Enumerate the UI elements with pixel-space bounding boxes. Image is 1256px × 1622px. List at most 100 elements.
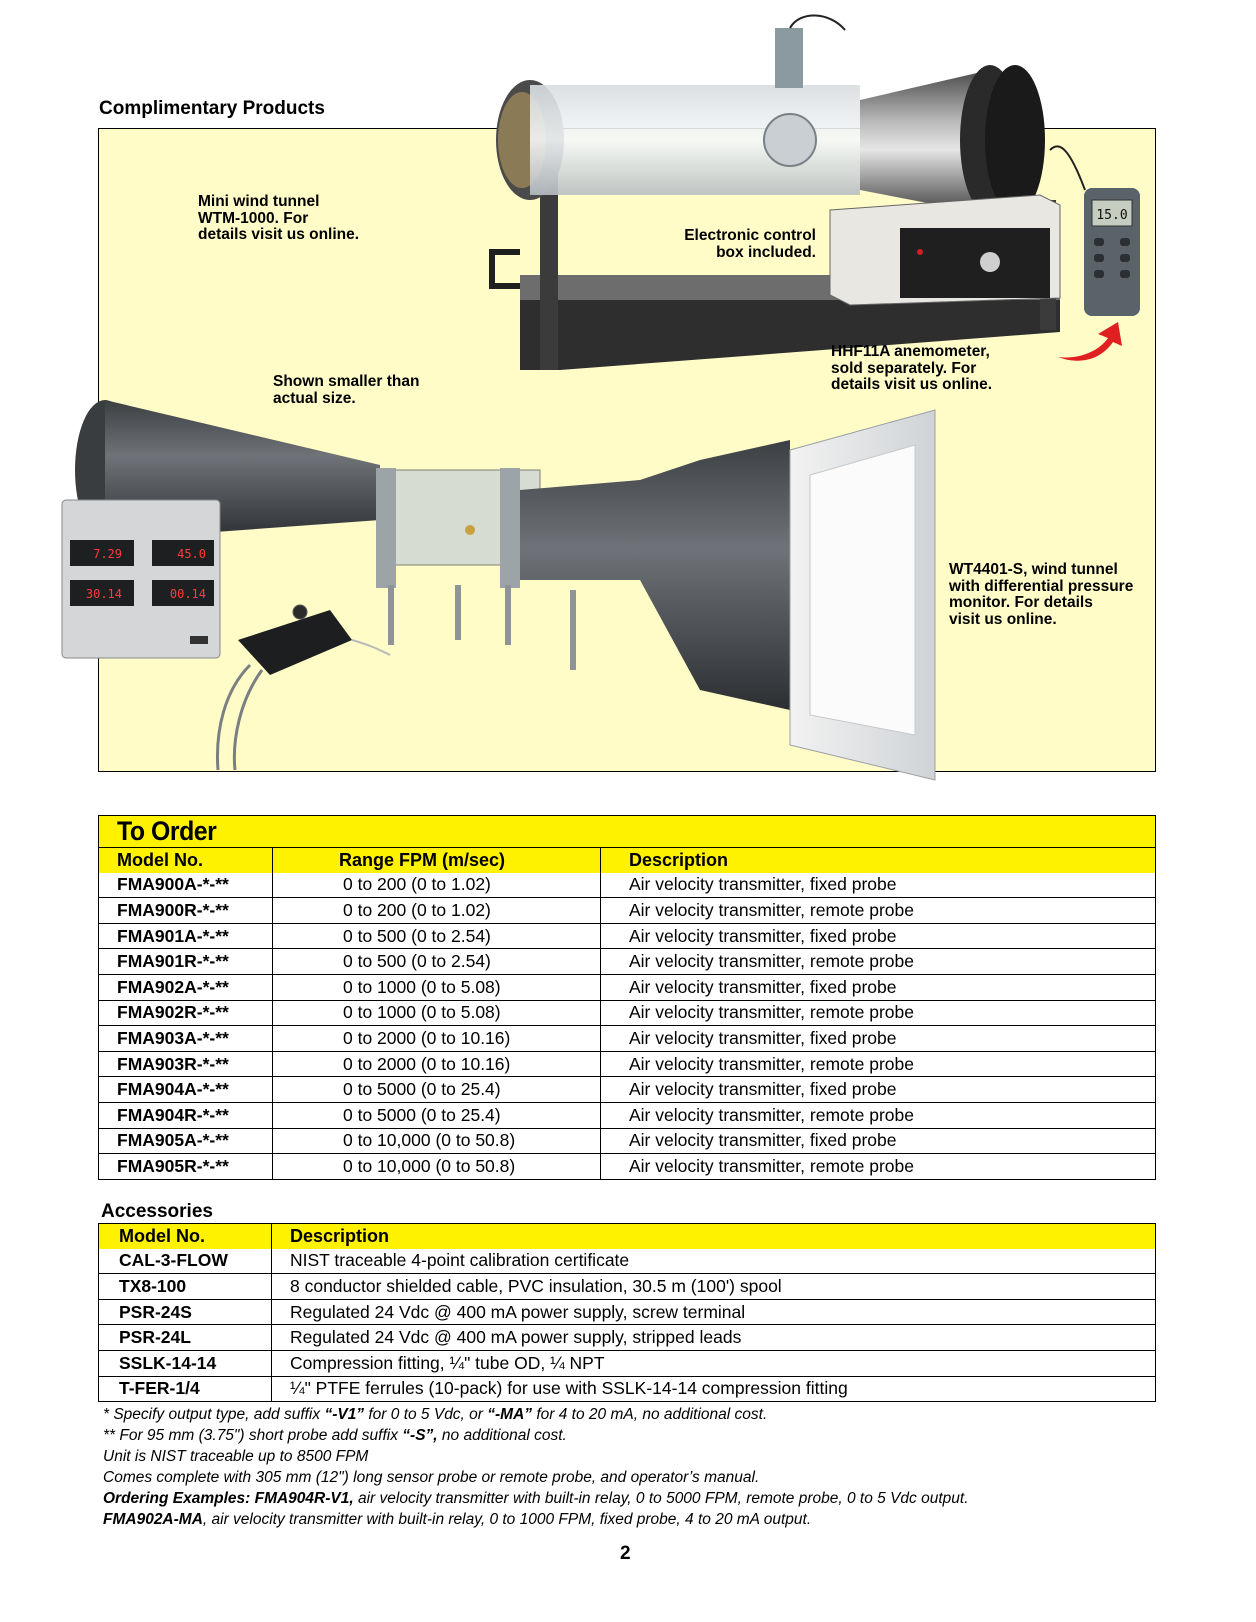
callout-anemometer: HHF11A anemometer, sold separately. For … <box>831 343 993 393</box>
accessory-model: T-FER-1/4 <box>119 1378 200 1399</box>
order-description: Air velocity transmitter, remote probe <box>600 949 1155 974</box>
order-row: FMA902R-*-** 0 to 1000 (0 to 5.08)Air vel… <box>99 999 1155 1026</box>
order-description: Air velocity transmitter, remote probe <box>600 898 1155 923</box>
order-row: FMA905A-*-** 0 to 10,000 (0 to 50.8)Air v… <box>99 1127 1155 1154</box>
order-model: FMA903R-*-** <box>117 1053 229 1074</box>
accessory-row: CAL-3-FLOW NIST traceable 4-point calibra… <box>99 1248 1155 1274</box>
order-model: FMA900R-*-** <box>117 899 229 920</box>
order-range: 0 to 10,000 (0 to 50.8) <box>272 1154 600 1179</box>
order-range: 0 to 2000 (0 to 10.16) <box>272 1051 600 1077</box>
order-range: 0 to 5000 (0 to 25.4) <box>272 1077 600 1102</box>
order-row: FMA905R-*-** 0 to 10,000 (0 to 50.8)Air v… <box>99 1153 1155 1179</box>
order-model: FMA901R-*-** <box>117 951 229 972</box>
order-range: 0 to 5000 (0 to 25.4) <box>272 1102 600 1128</box>
header-range: Range FPM (m/sec) <box>272 848 600 873</box>
note-ordering-example-1: Ordering Examples: FMA904R-V1, air veloc… <box>103 1490 969 1507</box>
order-range: 0 to 200 (0 to 1.02) <box>272 898 600 923</box>
order-description: Air velocity transmitter, fixed probe <box>600 1128 1155 1154</box>
anemometer-display: 15.0 <box>1096 208 1127 223</box>
order-description: Air velocity transmitter, fixed probe <box>600 1077 1155 1102</box>
callout-wt4401: WT4401-S, wind tunnel with differential … <box>949 561 1134 628</box>
accessory-row: PSR-24S Regulated 24 Vdc @ 400 mA power s… <box>99 1298 1155 1325</box>
panel-readout-4: 00.14 <box>170 587 206 601</box>
order-model: FMA902R-*-** <box>117 1002 229 1023</box>
order-model: FMA904R-*-** <box>117 1104 229 1125</box>
order-model: FMA902A-*-** <box>117 976 229 997</box>
to-order-title: To Order <box>117 816 217 846</box>
header-description: Description <box>600 848 1155 873</box>
order-model: FMA903A-*-** <box>117 1027 229 1048</box>
note-ordering-example-2: FMA902A-MA, air velocity transmitter wit… <box>103 1511 812 1528</box>
order-row: FMA904R-*-** 0 to 5000 (0 to 25.4)Air vel… <box>99 1101 1155 1128</box>
order-model: FMA900A-*-** <box>117 874 229 895</box>
order-range: 0 to 2000 (0 to 10.16) <box>272 1026 600 1051</box>
order-description: Air velocity transmitter, remote probe <box>600 1154 1155 1179</box>
wt4401-wind-tunnel-image: 7.29 45.0 30.14 00.14 <box>61 400 936 781</box>
anemometer-image: 15.0 <box>1049 145 1140 361</box>
order-row: FMA900A-*-** 0 to 200 (0 to 1.02)Air velo… <box>99 872 1155 898</box>
accessories-title: Accessories <box>101 1201 213 1222</box>
order-model: FMA905R-*-** <box>117 1155 229 1176</box>
to-order-header-row: Model No. Range FPM (m/sec) Description <box>99 847 1155 873</box>
accessory-model: TX8-100 <box>119 1275 187 1296</box>
order-description: Air velocity transmitter, remote probe <box>600 1051 1155 1077</box>
order-range: 0 to 500 (0 to 2.54) <box>272 949 600 974</box>
order-model: FMA901A-*-** <box>117 925 229 946</box>
accessory-description: Compression fitting, ¼" tube OD, ¼ NPT <box>271 1350 1155 1376</box>
order-description: Air velocity transmitter, fixed probe <box>600 872 1155 898</box>
acc-header-description: Description <box>271 1224 1155 1249</box>
note-output-type: * Specify output type, add suffix “-V1” … <box>103 1406 768 1423</box>
order-description: Air velocity transmitter, fixed probe <box>600 923 1155 949</box>
page-number: 2 <box>620 1543 631 1564</box>
callout-control-box: Electronic control box included. <box>684 227 816 261</box>
order-row: FMA903R-*-** 0 to 2000 (0 to 10.16)Air ve… <box>99 1050 1155 1077</box>
accessory-model: SSLK-14-14 <box>119 1352 217 1373</box>
note-short-probe: ** For 95 mm (3.75") short probe add suf… <box>103 1427 567 1444</box>
product-illustration: 15.0 7.29 45.0 30.14 00.14 <box>61 14 1140 781</box>
panel-readout-3: 30.14 <box>86 587 122 601</box>
mini-wind-tunnel-image <box>489 14 1061 370</box>
header-model: Model No. <box>117 849 203 870</box>
panel-readout-2: 45.0 <box>177 547 206 561</box>
note-nist: Unit is NIST traceable up to 8500 FPM <box>103 1448 369 1465</box>
accessory-model: CAL-3-FLOW <box>119 1250 228 1271</box>
order-row: FMA902A-*-** 0 to 1000 (0 to 5.08)Air vel… <box>99 973 1155 1000</box>
red-arrow-icon <box>1058 322 1122 361</box>
accessory-description: NIST traceable 4-point calibration certi… <box>271 1248 1155 1274</box>
accessory-row: SSLK-14-14 Compression fitting, ¼" tube O… <box>99 1349 1155 1376</box>
complimentary-title: Complimentary Products <box>99 98 325 119</box>
accessories-table: Model No. Description CAL-3-FLOW NIST tra… <box>98 1223 1156 1403</box>
to-order-table: To Order Model No. Range FPM (m/sec) Des… <box>98 815 1156 1180</box>
order-description: Air velocity transmitter, fixed probe <box>600 974 1155 1000</box>
accessory-row: T-FER-1/4 ¼" PTFE ferrules (10-pack) for … <box>99 1375 1155 1402</box>
order-row: FMA904A-*-** 0 to 5000 (0 to 25.4)Air vel… <box>99 1076 1155 1102</box>
panel-readout-1: 7.29 <box>93 547 122 561</box>
accessories-header-row: Model No. Description <box>99 1224 1155 1249</box>
order-range: 0 to 200 (0 to 1.02) <box>272 872 600 898</box>
accessory-row: PSR-24L Regulated 24 Vdc @ 400 mA power s… <box>99 1324 1155 1350</box>
callout-mini-wind-tunnel: Mini wind tunnel WTM-1000. For details v… <box>198 193 360 243</box>
footnotes: * Specify output type, add suffix “-V1” … <box>103 1404 969 1530</box>
order-row: FMA901A-*-** 0 to 500 (0 to 2.54)Air velo… <box>99 922 1155 949</box>
order-description: Air velocity transmitter, fixed probe <box>600 1026 1155 1051</box>
order-range: 0 to 1000 (0 to 5.08) <box>272 974 600 1000</box>
accessory-model: PSR-24L <box>119 1327 191 1348</box>
accessory-model: PSR-24S <box>119 1301 192 1322</box>
order-row: FMA903A-*-** 0 to 2000 (0 to 10.16)Air ve… <box>99 1025 1155 1051</box>
order-range: 0 to 1000 (0 to 5.08) <box>272 1000 600 1026</box>
order-description: Air velocity transmitter, remote probe <box>600 1000 1155 1026</box>
order-range: 0 to 500 (0 to 2.54) <box>272 923 600 949</box>
order-model: FMA904A-*-** <box>117 1079 229 1100</box>
order-model: FMA905A-*-** <box>117 1130 229 1151</box>
order-row: FMA901R-*-** 0 to 500 (0 to 2.54)Air velo… <box>99 948 1155 974</box>
order-description: Air velocity transmitter, remote probe <box>600 1102 1155 1128</box>
accessory-description: Regulated 24 Vdc @ 400 mA power supply, … <box>271 1325 1155 1350</box>
accessory-description: ¼" PTFE ferrules (10-pack) for use with … <box>271 1376 1155 1402</box>
order-range: 0 to 10,000 (0 to 50.8) <box>272 1128 600 1154</box>
to-order-title-bar: To Order <box>99 816 1155 847</box>
note-comes-complete: Comes complete with 305 mm (12") long se… <box>103 1469 760 1486</box>
callout-smaller-than-actual: Shown smaller than actual size. <box>273 373 420 407</box>
accessory-description: Regulated 24 Vdc @ 400 mA power supply, … <box>271 1299 1155 1325</box>
acc-header-model: Model No. <box>119 1225 205 1246</box>
